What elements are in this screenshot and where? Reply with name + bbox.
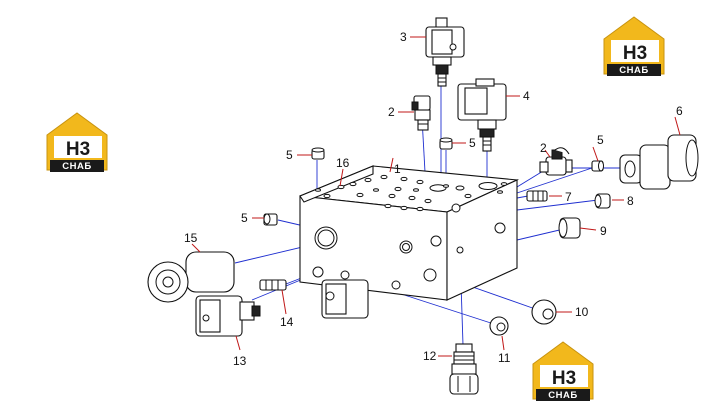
part-11-plug	[489, 316, 509, 336]
callout-labels: 1 2 2 3 4 5 5 5 5 6 7 8 9 10 11 12 13 14…	[184, 30, 683, 368]
callout-5-top-left: 5	[286, 148, 293, 162]
part-5-plug-top-center	[439, 137, 453, 150]
callout-16: 16	[336, 156, 350, 170]
logo-caption: СНАБ	[619, 65, 648, 76]
logo-mark-text: H3	[66, 139, 90, 160]
callout-12: 12	[423, 349, 437, 363]
part-10-cap	[531, 299, 557, 325]
logo-bottom-right: H3 СНАБ	[532, 341, 594, 401]
callout-6: 6	[676, 104, 683, 118]
part-7-fitting	[526, 190, 548, 202]
part-8-plug	[594, 193, 611, 209]
part-5-plug-left	[263, 213, 278, 226]
part-12-cartridge	[449, 343, 479, 395]
callout-2-upper: 2	[388, 105, 395, 119]
part-14-stem	[259, 279, 287, 291]
callout-2-right: 2	[540, 141, 547, 155]
part-5-plug-right	[591, 160, 604, 172]
leader-lines	[191, 36, 681, 357]
callout-10: 10	[575, 305, 589, 319]
part-9-cap	[558, 217, 581, 239]
callout-5-right: 5	[597, 133, 604, 147]
part-6-relief-valve	[619, 134, 699, 190]
callout-9: 9	[600, 224, 607, 238]
logo-top-right: H3 СНАБ	[603, 16, 665, 76]
callout-8: 8	[627, 194, 634, 208]
part-2-cartridge-upper	[411, 95, 431, 131]
part-3-solenoid-valve	[425, 17, 465, 87]
callout-4: 4	[523, 89, 530, 103]
valve-block-body	[299, 165, 520, 301]
callout-3: 3	[400, 30, 407, 44]
part-4-solenoid-valve	[457, 78, 507, 152]
logo-caption: СНАБ	[548, 390, 577, 401]
logo-left: H3 СНАБ	[46, 112, 108, 172]
callout-11: 11	[498, 351, 511, 365]
logo-caption: СНАБ	[62, 161, 91, 172]
logo-mark-text: H3	[623, 43, 647, 64]
part-15-coil	[147, 251, 235, 303]
callout-5-left: 5	[241, 211, 248, 225]
logo-mark-text: H3	[552, 368, 576, 389]
callout-13: 13	[233, 354, 247, 368]
callout-15: 15	[184, 231, 198, 245]
callout-7: 7	[565, 190, 572, 204]
part-2-cartridge-right	[539, 147, 573, 176]
callout-1: 1	[394, 162, 401, 176]
part-13-solenoid	[195, 295, 261, 337]
callout-5-top-center: 5	[469, 136, 476, 150]
callout-14: 14	[280, 315, 294, 329]
block-front-solenoid	[321, 279, 369, 319]
part-5-plug-top-left	[311, 147, 325, 160]
